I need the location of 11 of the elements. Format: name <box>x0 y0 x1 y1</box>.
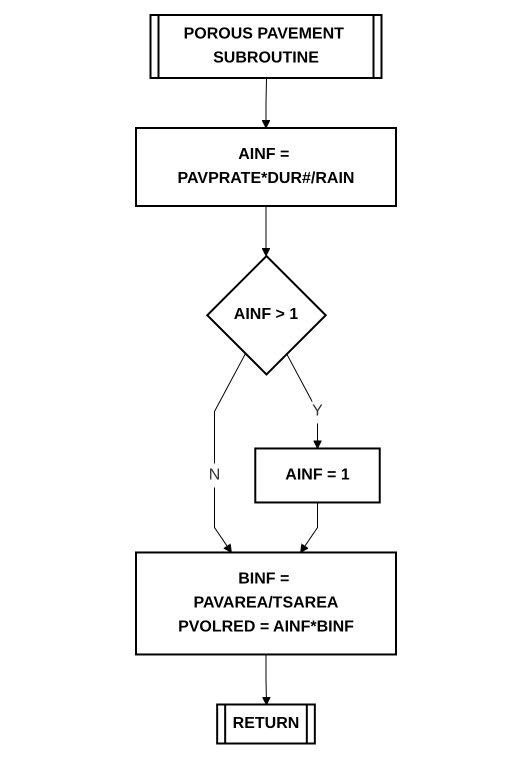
node-box: AINF = PAVPRATE*DUR#/RAIN <box>134 127 396 208</box>
arrow <box>261 206 270 257</box>
arrow <box>261 654 270 706</box>
arrow <box>261 78 270 129</box>
arrow <box>214 354 246 554</box>
edge-label: N <box>208 466 220 484</box>
edge-label: Y <box>312 402 322 420</box>
node-box: BINF = PAVAREA/TSAREA PVOLRED = AINF*BINF <box>134 552 396 656</box>
node-diamond: AINF > 1 <box>205 254 327 376</box>
node-box: AINF = 1 <box>254 448 380 504</box>
arrow <box>300 502 318 554</box>
